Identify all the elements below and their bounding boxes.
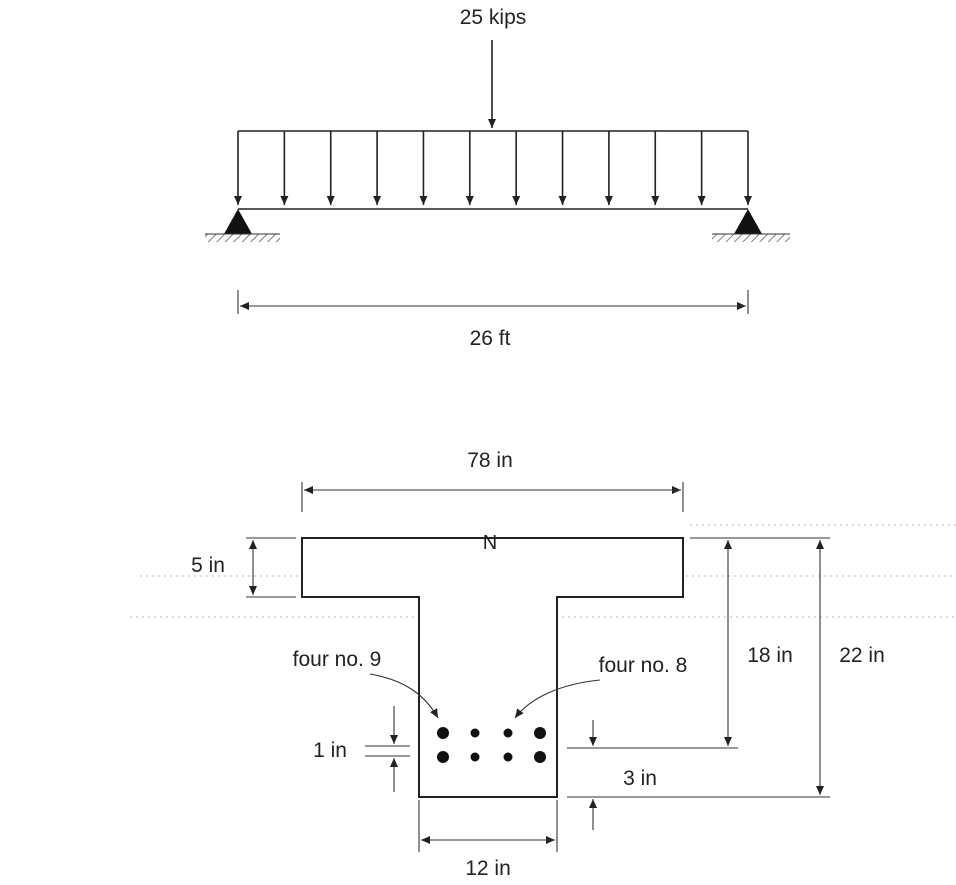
- bottom-bars-label: four no. 8: [599, 654, 688, 677]
- distributed-load-arrows: [234, 131, 752, 205]
- rebar: [534, 751, 546, 763]
- left-support: [205, 209, 280, 242]
- rebar: [470, 752, 480, 762]
- t-section: 78 in N 5 in four no. 9 four no. 8 1 in …: [130, 449, 956, 880]
- rebar: [534, 727, 546, 739]
- cover-label: 3 in: [623, 767, 657, 790]
- rebar: [437, 751, 449, 763]
- rebar: [470, 728, 480, 738]
- neutral-axis-label: N: [483, 532, 497, 554]
- total-depth-label: 22 in: [839, 644, 885, 667]
- rebar: [503, 752, 513, 762]
- rebars: [437, 727, 546, 763]
- flange-thickness-label: 5 in: [191, 554, 225, 577]
- flange-width-label: 78 in: [467, 449, 513, 472]
- web-width-label: 12 in: [465, 857, 511, 880]
- right-support: [712, 209, 790, 242]
- point-load-label: 25 kips: [460, 6, 527, 29]
- t-section-outline: [301, 537, 684, 798]
- top-bars-label: four no. 9: [293, 648, 382, 671]
- rebar: [503, 728, 513, 738]
- rebar: [437, 727, 449, 739]
- effective-depth-label: 18 in: [747, 644, 793, 667]
- loaded-beam: 25 kips 26 ft: [205, 6, 790, 350]
- bar-spacing-label: 1 in: [313, 739, 347, 762]
- span-label: 26 ft: [470, 327, 511, 350]
